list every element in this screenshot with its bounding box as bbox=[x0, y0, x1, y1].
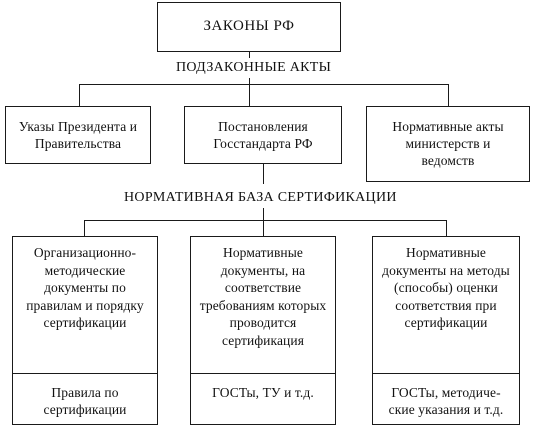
sublaws-box-ministries bbox=[366, 106, 530, 182]
connector-sublaws-mid bbox=[249, 84, 250, 106]
sublaws-heading: ПОДЗАКОННЫЕ АКТЫ bbox=[176, 60, 332, 75]
laws-box bbox=[157, 2, 341, 52]
connector-base-mid bbox=[263, 220, 264, 236]
base-column-divider bbox=[12, 373, 158, 374]
base-column-assessment-methods bbox=[372, 236, 520, 425]
base-upper-assessment-methods: Нормативные документы на методы (способы… bbox=[382, 245, 510, 330]
connector-base-top bbox=[263, 164, 264, 184]
sublaws-label-president: Указы Президента и Правительства bbox=[18, 119, 138, 151]
base-column-divider bbox=[372, 373, 520, 374]
connector-base-horizontal bbox=[84, 220, 446, 221]
sublaws-label-ministries: Нормативные акты министерств и ведомств bbox=[392, 119, 504, 168]
sublaws-box-president bbox=[5, 106, 151, 164]
base-heading: НОРМАТИВНАЯ БАЗА СЕРТИФИКАЦИИ bbox=[124, 190, 397, 205]
base-column-divider bbox=[190, 373, 336, 374]
base-lower-gost-guidelines: ГОСТы, методиче- ские указания и т.д. bbox=[388, 385, 504, 417]
laws-title: ЗАКОНЫ РФ bbox=[203, 18, 295, 34]
connector-base-left bbox=[84, 220, 85, 236]
connector-sublaws-right bbox=[448, 84, 449, 106]
base-upper-org-methodical: Организационно- методические документы п… bbox=[26, 245, 144, 330]
sublaws-box-gosstandart bbox=[184, 106, 342, 164]
connector-sublaws-left bbox=[79, 84, 80, 106]
connector-base-right bbox=[446, 220, 447, 236]
connector-sublaws-center bbox=[249, 78, 250, 84]
base-upper-normative-docs: Нормативные документы, на соответствие т… bbox=[199, 245, 327, 348]
base-column-org-methodical bbox=[12, 236, 158, 425]
base-lower-gost-tu: ГОСТы, ТУ и т.д. bbox=[212, 385, 314, 400]
sublaws-label-gosstandart: Постановления Госстандарта РФ bbox=[213, 119, 313, 151]
connector-laws-down bbox=[249, 52, 250, 58]
connector-sublaws-horizontal bbox=[79, 84, 448, 85]
base-column-normative-docs bbox=[190, 236, 336, 425]
base-lower-rules: Правила по сертификации bbox=[43, 385, 127, 417]
connector-base-center bbox=[263, 208, 264, 220]
